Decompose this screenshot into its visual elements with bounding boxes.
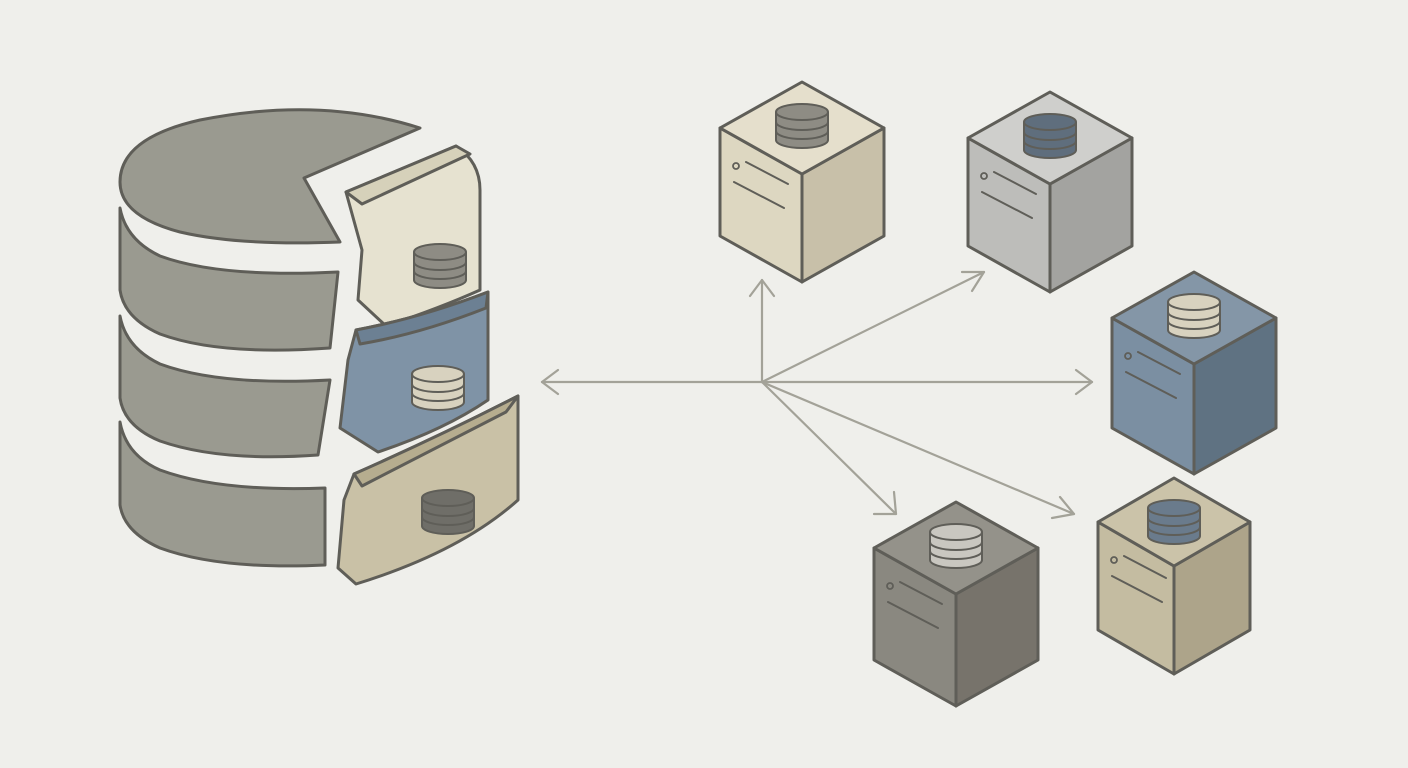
arrow-to-node-dark-gray: [760, 380, 898, 516]
node-cream-server-icon: [718, 80, 886, 284]
status-light-icon: [1124, 352, 1132, 360]
node-dark-gray-server-icon: [872, 500, 1040, 708]
main-database-icon: [118, 108, 422, 568]
shard-blue-db-icon: [411, 365, 465, 411]
node-dark-gray-db-icon: [929, 523, 983, 569]
shard-cream-db-icon: [413, 243, 467, 289]
shard-tan-db-icon: [421, 489, 475, 535]
arrow-to-node-light-gray: [760, 270, 986, 384]
node-tan-db-icon: [1147, 499, 1201, 545]
distribution-arrows: [540, 270, 1094, 520]
node-light-gray-db-icon: [1023, 113, 1077, 159]
shard-tan: [336, 394, 520, 586]
node-blue-server-icon: [1110, 270, 1278, 476]
shard-cream: [344, 144, 482, 328]
node-blue-db-icon: [1167, 293, 1221, 339]
status-light-icon: [1110, 556, 1118, 564]
node-light-gray-server-icon: [966, 90, 1134, 294]
server-nodes: [718, 80, 1278, 708]
node-tan-server-icon: [1096, 476, 1252, 676]
status-light-icon: [980, 172, 988, 180]
status-light-icon: [886, 582, 894, 590]
arrow-to-node-tan: [760, 380, 1076, 516]
status-light-icon: [732, 162, 740, 170]
node-cream-db-icon: [775, 103, 829, 149]
shard-blue: [338, 290, 490, 454]
